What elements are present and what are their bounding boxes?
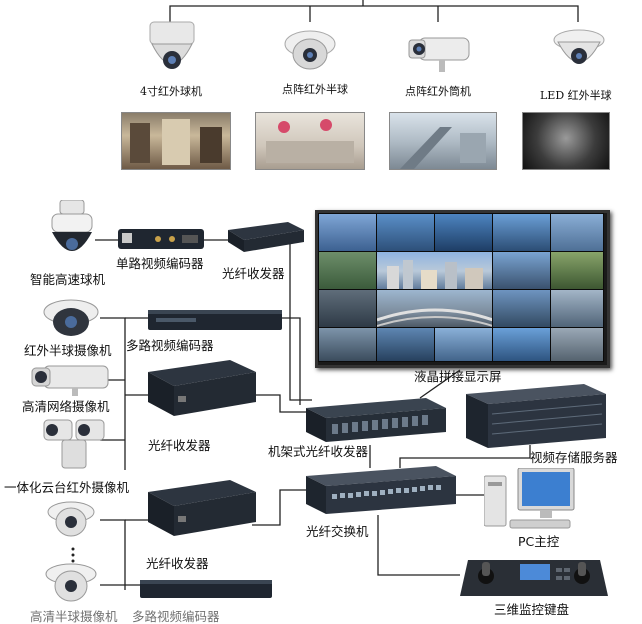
wall-tile — [492, 213, 552, 253]
bottom-encoder-label: 多路视频编码器 — [132, 609, 220, 624]
fiber-transceiver-mid-device — [148, 358, 256, 416]
fiber-transceiver-bottom-label: 光纤收发器 — [146, 556, 209, 571]
wall-tile — [318, 251, 378, 291]
wall-tile — [492, 251, 552, 291]
half-dome-camera-icon — [283, 26, 337, 74]
storage-server-device — [466, 384, 606, 448]
ptz-dome-label: 智能高速球机 — [30, 272, 106, 287]
bullet-camera-icon — [405, 30, 473, 78]
camera-label: LED 红外半球 — [540, 89, 612, 102]
fiber-transceiver-top-label: 光纤收发器 — [222, 266, 285, 281]
ptz-dome-camera-icon — [46, 199, 98, 264]
pc-host-icon — [483, 467, 580, 532]
camera-label: 点阵红外筒机 — [405, 85, 471, 98]
wall-tile — [318, 213, 378, 253]
rack-transceiver-device — [306, 396, 446, 442]
bottom-dome-camera-icon — [44, 562, 98, 606]
pc-host-label: PC主控 — [518, 534, 560, 549]
fiber-transceiver-mid-label: 光纤收发器 — [148, 438, 211, 453]
dome-camera-icon — [144, 20, 200, 82]
hd-network-camera-label: 高清网络摄像机 — [22, 399, 110, 414]
multi-encoder-device — [148, 306, 282, 334]
keyboard-label: 三维监控键盘 — [494, 602, 570, 617]
ptz-ir-camera-label: 一体化云台红外摄像机 — [4, 480, 130, 495]
ptz-ir-camera-icon — [38, 416, 110, 472]
bottom-dome-camera-icon — [46, 500, 96, 542]
fiber-switch-device — [306, 466, 456, 514]
rack-transceiver-label: 机架式光纤收发器 — [268, 444, 369, 459]
ir-half-dome-label: 红外半球摄像机 — [24, 343, 112, 358]
led-dome-camera-icon — [552, 26, 606, 78]
video-wall — [315, 210, 610, 368]
lobby-photo — [255, 112, 365, 170]
wall-tile — [376, 251, 494, 291]
fiber-switch-label: 光纤交换机 — [306, 524, 369, 539]
wall-tile — [492, 289, 552, 329]
ellipsis-dots — [70, 546, 76, 564]
camera-label: 点阵红外半球 — [282, 83, 348, 96]
mall-photo — [121, 112, 231, 170]
wall-tile — [550, 289, 604, 329]
wall-tile — [434, 213, 494, 253]
multi-encoder-label: 多路视频编码器 — [126, 338, 214, 353]
wall-tile — [550, 251, 604, 291]
ir-half-dome-camera-icon — [42, 298, 100, 340]
storage-server-label: 视频存储服务器 — [530, 450, 618, 465]
wall-tile — [492, 327, 552, 362]
wall-tile — [376, 327, 436, 362]
camera-label: 4寸红外球机 — [140, 85, 202, 98]
hd-network-camera-icon — [28, 362, 112, 398]
single-encoder-device — [118, 227, 204, 251]
wall-tile — [550, 327, 604, 362]
3d-keyboard-icon — [460, 552, 608, 600]
night-ir-photo — [522, 112, 610, 170]
wall-tile — [376, 213, 436, 253]
wall-tile — [318, 289, 378, 329]
bottom-encoder-device — [140, 576, 272, 602]
bottom-camera-label: 高清半球摄像机 — [30, 609, 118, 624]
wall-tile — [376, 289, 494, 329]
fiber-transceiver-bottom-device — [148, 478, 256, 536]
single-encoder-label: 单路视频编码器 — [116, 256, 204, 271]
wall-tile — [434, 327, 494, 362]
fiber-transceiver-top-device — [228, 220, 304, 252]
escalator-photo — [389, 112, 497, 170]
wall-tile — [550, 213, 604, 253]
wall-tile — [318, 327, 378, 362]
video-wall-label: 液晶拼接显示屏 — [414, 369, 502, 384]
